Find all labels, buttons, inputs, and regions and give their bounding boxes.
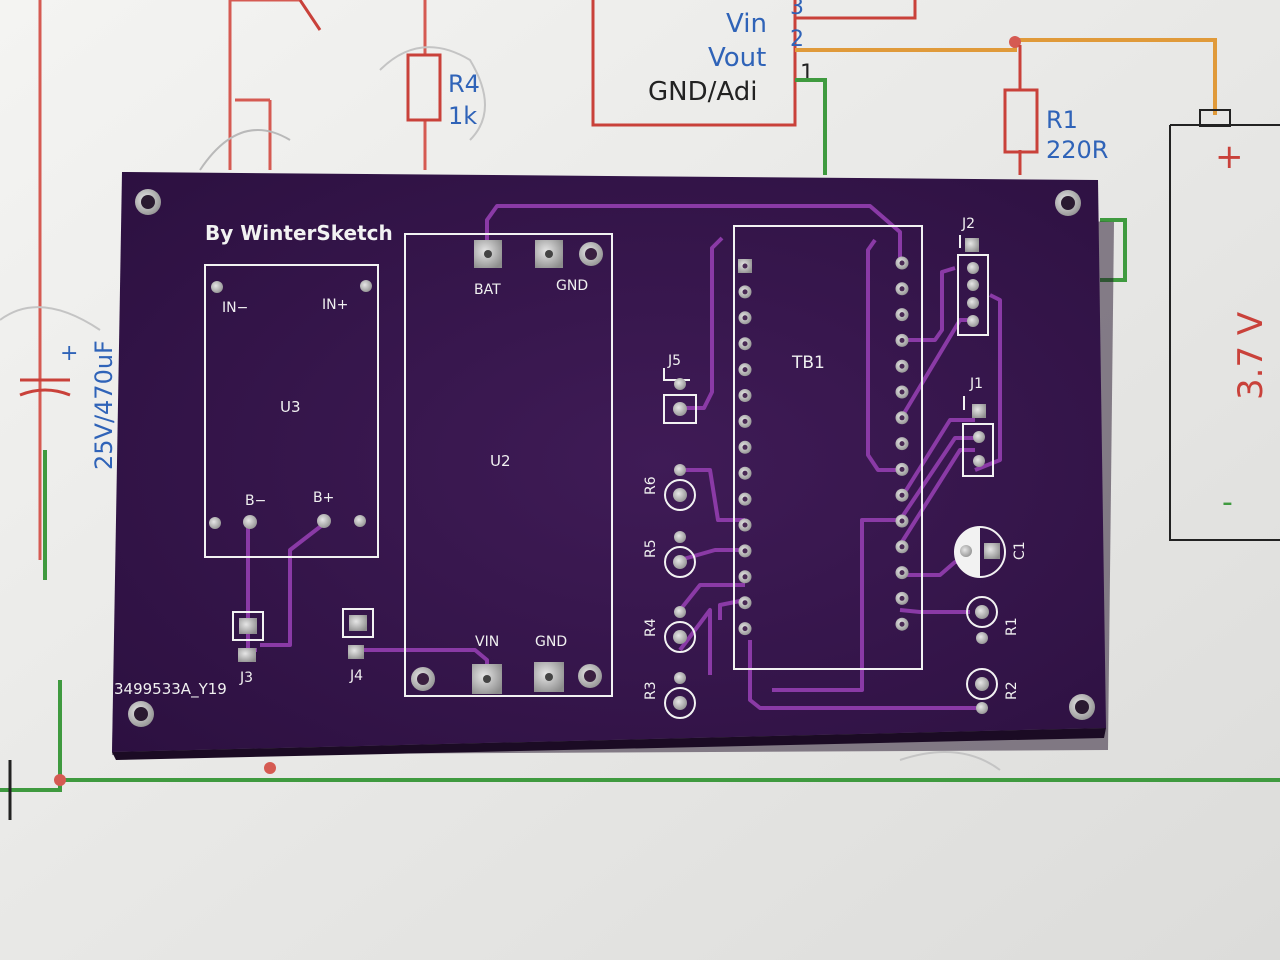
resistors-r1-r2: R1 R2 [966, 596, 1020, 714]
schematic-pin-1: 1 [800, 61, 814, 86]
u3-b-plus-label: B+ [313, 490, 334, 506]
tb1-pin-hole [742, 496, 748, 502]
u2-gnd-bottom-label: GND [535, 634, 567, 650]
r6-label: R6 [643, 476, 659, 495]
tb1-pin-hole [742, 315, 748, 321]
tb1-pin-hole [899, 441, 905, 447]
u3-in-plus-label: IN+ [322, 297, 348, 313]
schematic-pin-3: 3 [790, 0, 804, 20]
j5-label: J5 [667, 353, 681, 369]
connector-j4: J4 [342, 608, 374, 684]
tb1-pin-hole [899, 389, 905, 395]
j3-label: J3 [239, 670, 253, 686]
tb1-module: TB1 [733, 225, 923, 670]
j1-label: J1 [969, 376, 983, 392]
mounting-holes [128, 189, 1095, 727]
j4-label: J4 [349, 668, 363, 684]
connector-j2: J2 [957, 216, 989, 336]
c1-label: C1 [1012, 541, 1028, 560]
tb1-pin-hole [742, 393, 748, 398]
tb1-pin-hole [899, 312, 905, 318]
tb1-pin-hole [899, 286, 905, 292]
schematic-battery-minus: - [1222, 485, 1233, 520]
tb1-pin-hole [742, 418, 748, 424]
schematic-drawing: R4 1k Vin Vout GND/Adi 3 2 1 R1 220R + 2… [0, 0, 1280, 820]
capacitor-c1: C1 [954, 526, 1028, 578]
schematic-vin-label: Vin [726, 9, 767, 39]
u2-gnd-top-label: GND [556, 278, 588, 294]
schematic-battery-plus: + [1215, 137, 1244, 177]
tb1-pin-hole [742, 367, 748, 373]
u3-ref-label: U3 [280, 398, 301, 416]
tb1-pin-hole [742, 263, 748, 269]
tb1-pin-hole [899, 621, 905, 627]
schematic-r4-symbol [406, 53, 442, 122]
r1-label: R1 [1004, 617, 1020, 636]
connector-j3: J3 [232, 611, 264, 686]
tb1-pin-hole [899, 492, 905, 498]
pcb-credit-text: By WinterSketch [205, 221, 393, 245]
tb1-pin-hole [899, 518, 905, 524]
schematic-gnd-adj-label: GND/Adi [648, 77, 757, 107]
tb1-pin-hole [899, 415, 905, 421]
pcb-order-code: 3499533A_Y19 [114, 680, 227, 699]
tb1-pin-hole [899, 337, 905, 343]
tb1-pin-hole [899, 260, 905, 266]
connector-j1: J1 [962, 376, 994, 477]
r2-label: R2 [1004, 681, 1020, 700]
connector-j5: J5 [663, 353, 697, 424]
tb1-right-pin-row [895, 256, 909, 631]
schematic-r1-value: 220R [1046, 136, 1108, 164]
tb1-pin-hole [742, 289, 748, 295]
tb1-pin-hole [742, 470, 748, 476]
schematic-battery-voltage: 3.7 V [1231, 312, 1271, 400]
resistors-r3-r6 [664, 479, 696, 719]
tb1-pin-hole [742, 574, 748, 580]
schematic-r1-ref: R1 [1046, 106, 1078, 134]
tb1-left-pin-row [738, 259, 752, 636]
tb1-pin-hole [899, 570, 905, 576]
r5-label: R5 [643, 539, 659, 558]
j2-label: J2 [961, 216, 975, 232]
u3-b-minus-label: B− [245, 493, 266, 509]
tb1-pin-hole [742, 341, 748, 347]
u2-vin-label: VIN [475, 634, 499, 650]
tb1-pin-hole [742, 626, 748, 632]
u2-module: BAT GND U2 VIN GND [404, 233, 613, 697]
schematic-vout-label: Vout [708, 43, 766, 73]
schematic-r4-ref: R4 [448, 70, 480, 98]
schematic-r1-symbol [1003, 88, 1039, 154]
tb1-pin-hole [742, 522, 748, 528]
schematic-cap-value: 25V/470uF [90, 340, 118, 470]
u3-module: IN− IN+ U3 B− B+ [204, 264, 379, 558]
tb1-label: TB1 [791, 353, 825, 373]
tb1-pin-hole [899, 466, 905, 472]
schematic-pin-2: 2 [790, 27, 804, 52]
schematic-cap-plus: + [60, 341, 78, 366]
tb1-pin-hole [899, 595, 905, 601]
r3-label: R3 [643, 681, 659, 700]
tb1-pin-hole [899, 544, 905, 550]
pcb-board: By WinterSketch 3499533A_Y19 IN− IN+ U3 … [112, 172, 1114, 760]
u2-bat-label: BAT [474, 282, 501, 298]
schematic-r4-value: 1k [448, 102, 477, 130]
r4-label: R4 [643, 618, 659, 637]
tb1-pin-hole [899, 363, 905, 369]
tb1-pin-hole [742, 600, 748, 606]
tb1-pin-hole [742, 548, 748, 554]
u2-ref-label: U2 [490, 452, 511, 470]
u3-in-minus-label: IN− [222, 300, 248, 316]
tb1-pin-hole [742, 444, 748, 450]
